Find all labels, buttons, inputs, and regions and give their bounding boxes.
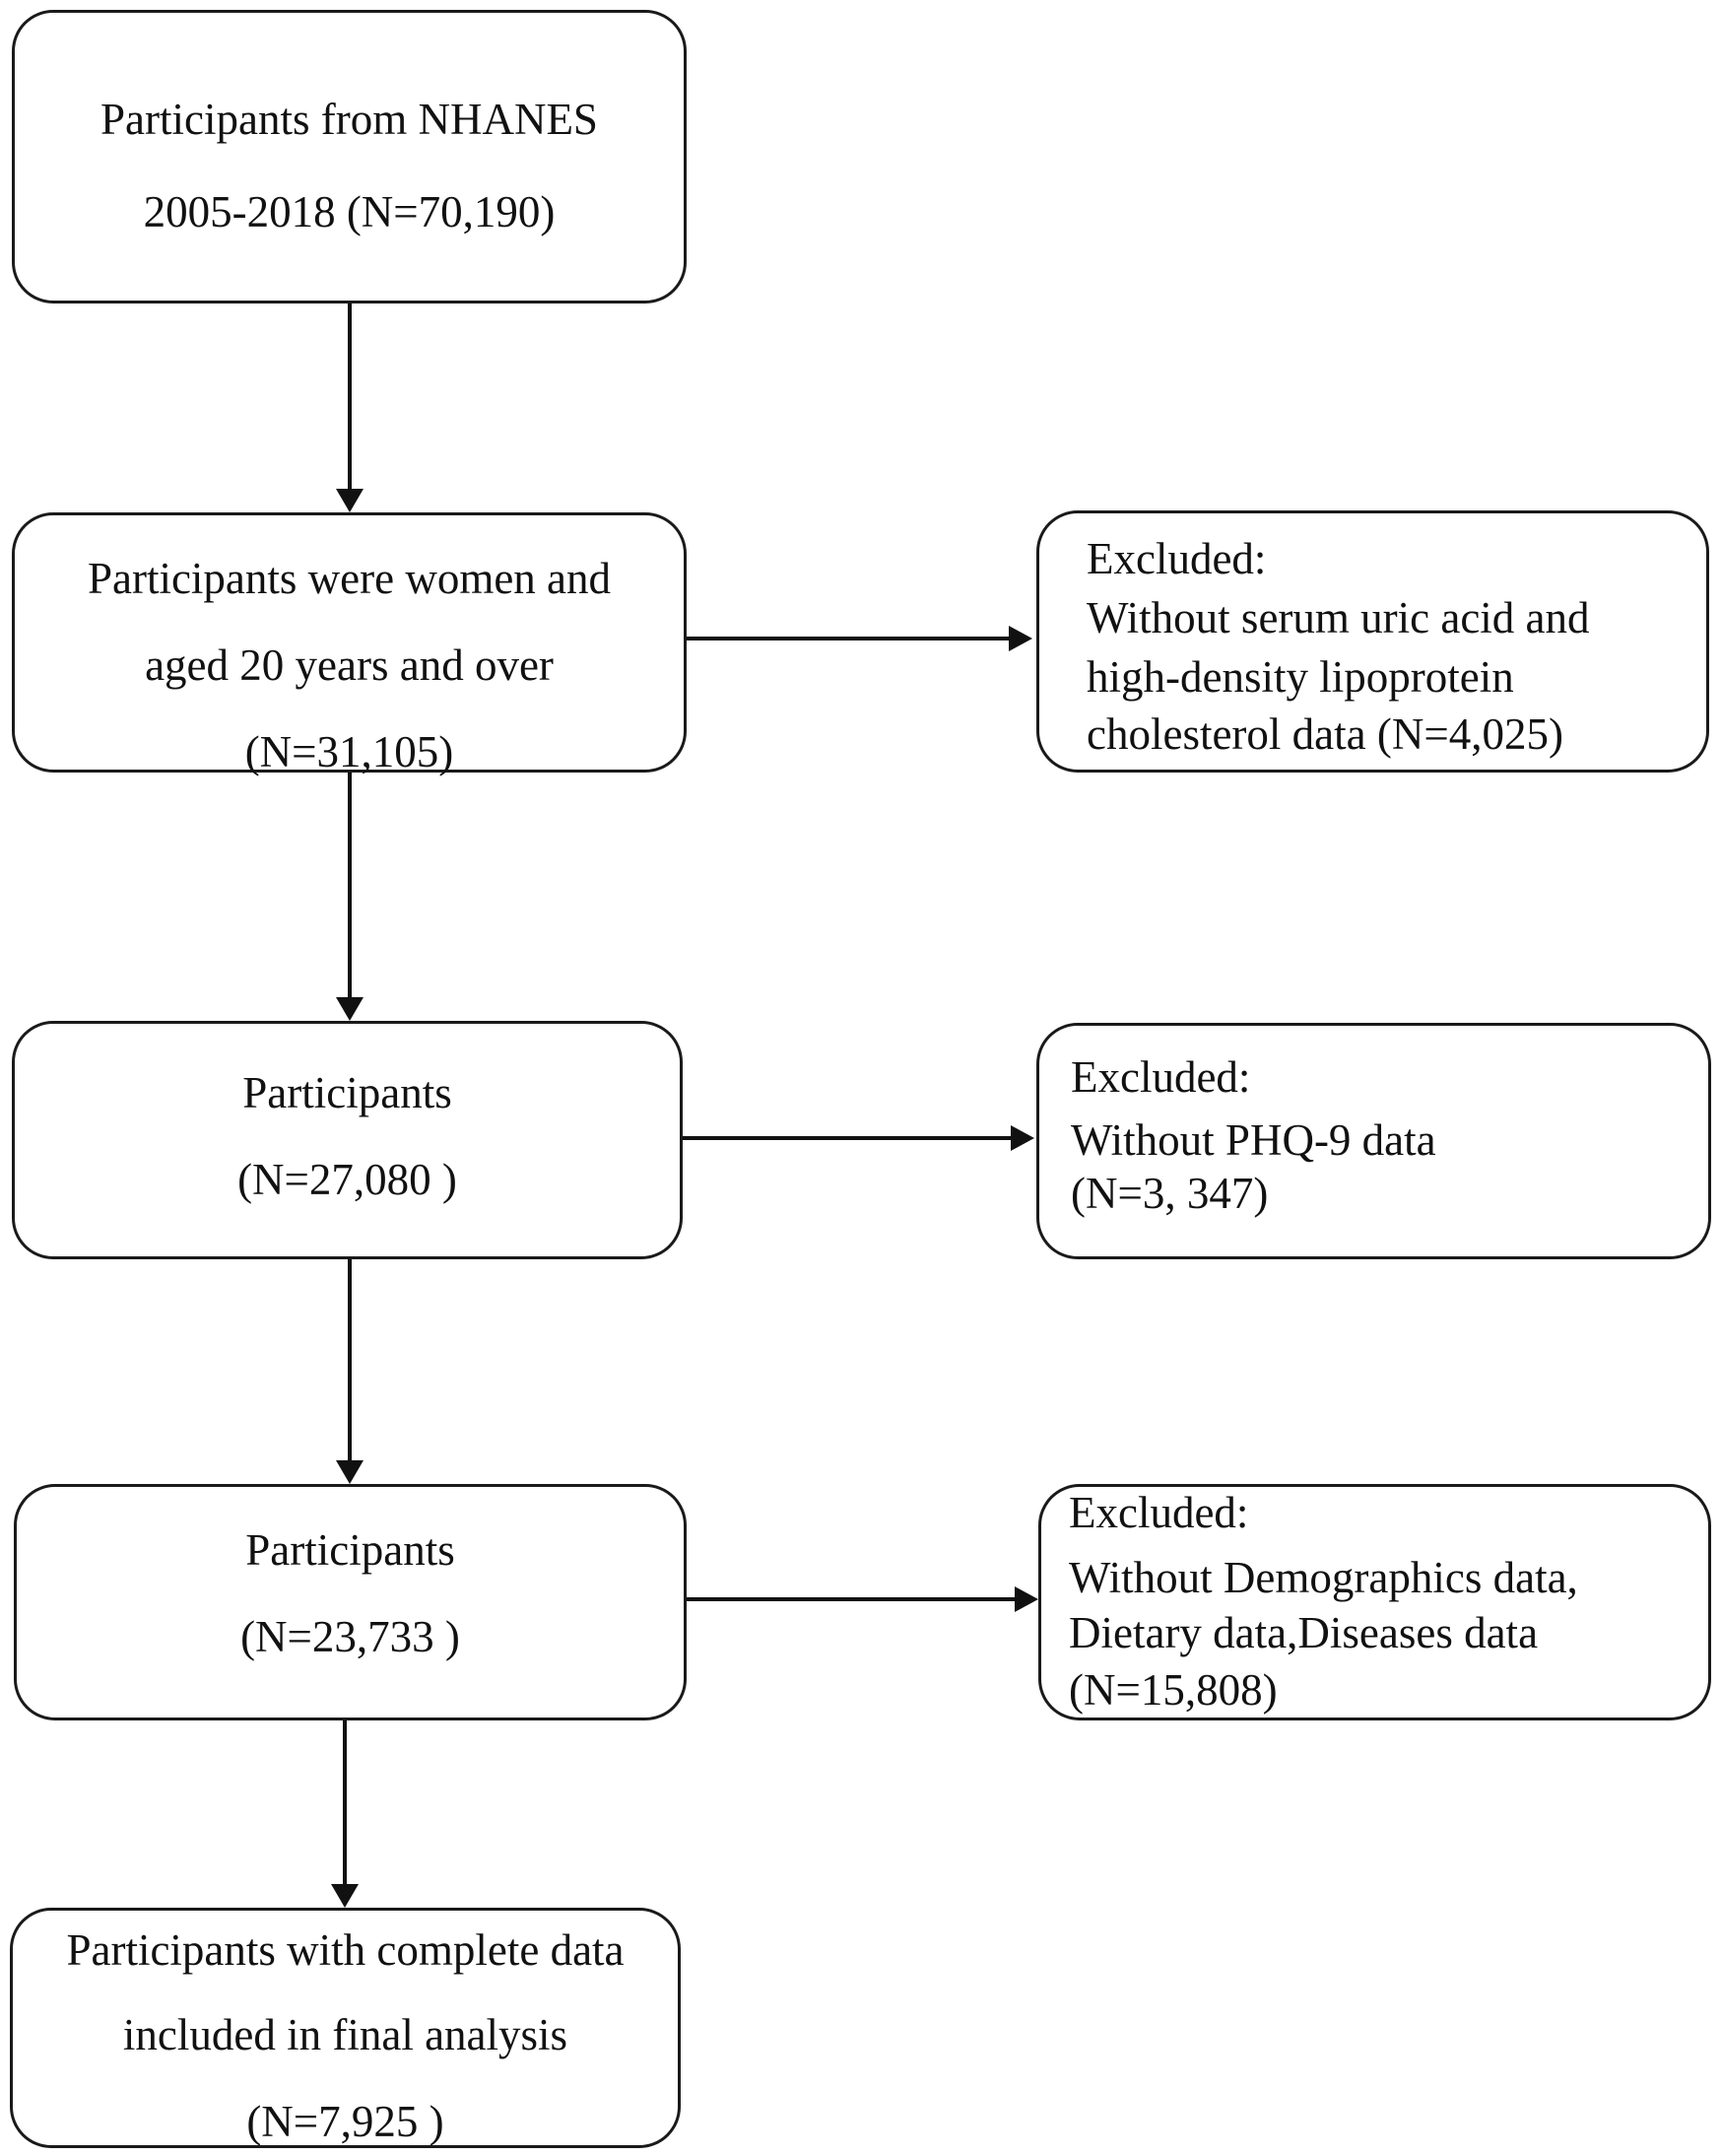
box-text-line: Excluded:: [1087, 534, 1267, 583]
arrowhead-right-3: [1015, 1586, 1038, 1612]
box-text-line: cholesterol data (N=4,025): [1087, 709, 1563, 759]
box-text-line: Without serum uric acid and: [1087, 593, 1590, 642]
box-text-line: included in final analysis: [122, 2010, 568, 2059]
box-excluded-uric-acid: Excluded: Without serum uric acid and hi…: [1036, 510, 1709, 773]
arrowhead-right-1: [1009, 626, 1032, 651]
box-text-line: Excluded:: [1069, 1488, 1249, 1537]
arrowhead-down-2: [336, 997, 364, 1021]
box-text-line: high-density lipoprotein: [1087, 652, 1514, 702]
box-participants-23733: Participants (N=23,733 ): [14, 1484, 687, 1720]
arrowhead-down-3: [336, 1460, 364, 1484]
box-text-line: Without Demographics data,: [1069, 1553, 1578, 1602]
arrowhead-down-4: [331, 1884, 359, 1908]
box-participants-27080: Participants (N=27,080 ): [12, 1021, 683, 1259]
box-text-line: Participants with complete data: [66, 1925, 625, 1975]
box-text-line: (N=27,080 ): [237, 1155, 457, 1204]
box-excluded-phq9: Excluded: Without PHQ-9 data (N=3, 347): [1036, 1023, 1711, 1259]
box-text-line: Participants were women and: [87, 554, 612, 603]
box-women-aged-20: Participants were women and aged 20 year…: [12, 512, 687, 776]
box-text-line: Participants: [242, 1068, 452, 1117]
box-initial-participants: Participants from NHANES 2005-2018 (N=70…: [12, 10, 687, 303]
arrowhead-right-2: [1011, 1125, 1034, 1151]
box-text-line: (N=7,925 ): [246, 2097, 444, 2146]
box-text-line: (N=3, 347): [1071, 1169, 1269, 1218]
box-text-line: Dietary data,Diseases data: [1069, 1608, 1539, 1657]
box-text-line: (N=15,808): [1069, 1665, 1278, 1715]
box-text-line: (N=31,105): [244, 727, 454, 776]
box-text-line: 2005-2018 (N=70,190): [143, 187, 556, 236]
box-text-line: aged 20 years and over: [145, 640, 554, 690]
box-text-line: (N=23,733 ): [240, 1612, 460, 1661]
arrowhead-down-1: [336, 489, 364, 512]
box-excluded-demographics: Excluded: Without Demographics data, Die…: [1038, 1484, 1711, 1720]
box-text-line: Participants from NHANES: [100, 95, 598, 144]
box-text-line: Without PHQ-9 data: [1071, 1115, 1436, 1165]
box-text-line: Participants: [245, 1525, 455, 1575]
box-text-line: Excluded:: [1071, 1052, 1251, 1102]
box-final-analysis: Participants with complete data included…: [10, 1908, 681, 2148]
